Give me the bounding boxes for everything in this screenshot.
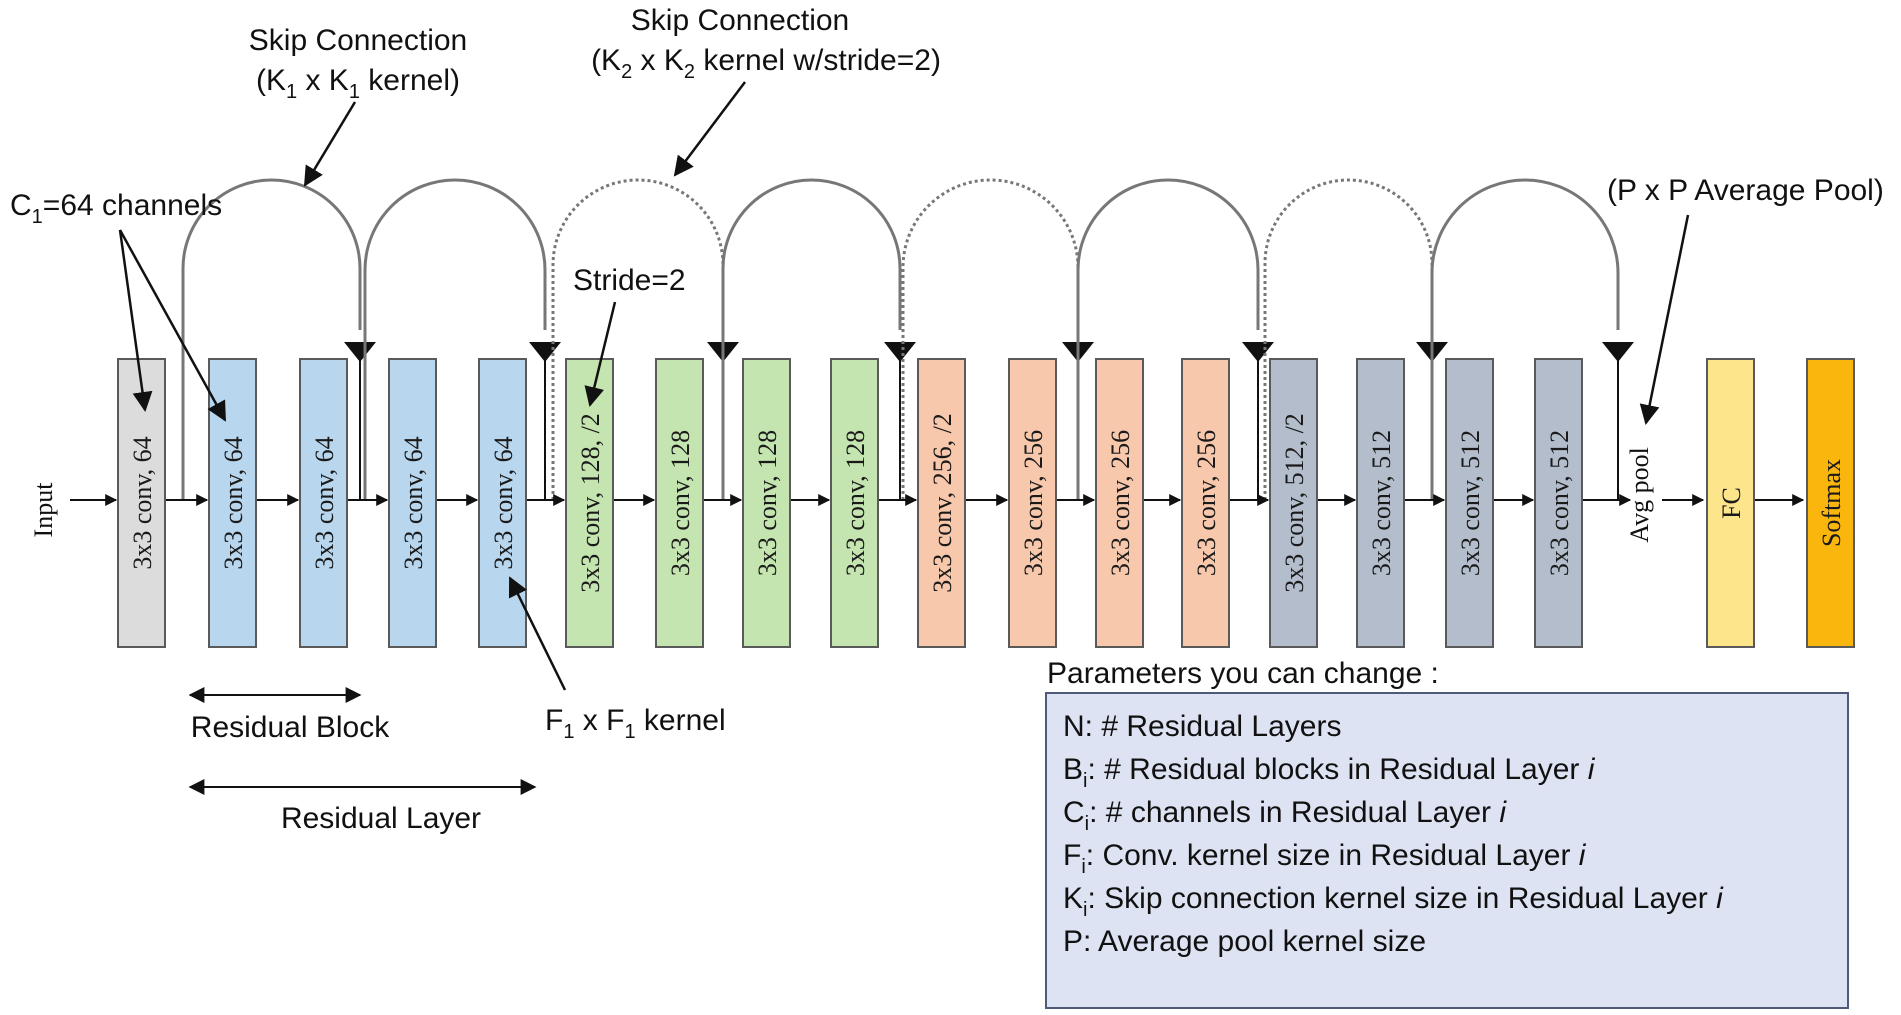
conv-layer-label: 3x3 conv, 128 xyxy=(753,430,782,576)
conv-layer-8: 3x3 conv, 128 xyxy=(742,358,791,648)
conv-layer-17: 3x3 conv, 512 xyxy=(1534,358,1583,648)
params-title: Parameters you can change : xyxy=(1047,657,1439,690)
kernel-annotation: F1 x F1 kernel xyxy=(545,704,726,743)
skip-arrowhead xyxy=(344,342,376,362)
conv-layer-label: 3x3 conv, 64 xyxy=(310,436,339,569)
conv-block xyxy=(1181,358,1230,648)
conv-block xyxy=(917,358,966,648)
skip2-title: Skip Connection xyxy=(631,4,849,37)
conv-block xyxy=(830,358,879,648)
conv-layer-2: 3x3 conv, 64 xyxy=(208,358,257,648)
conv-block xyxy=(742,358,791,648)
conv-layer-4: 3x3 conv, 64 xyxy=(388,358,437,648)
conv-layer-1: 3x3 conv, 64 xyxy=(117,358,166,648)
avgpool-pointer xyxy=(1639,214,1690,425)
conv-layer-14: 3x3 conv, 512, /2 xyxy=(1269,358,1318,648)
skip-arc xyxy=(363,178,547,500)
fc-block xyxy=(1706,358,1755,648)
conv-layer-6: 3x3 conv, 128, /2 xyxy=(565,358,614,648)
channels-pointer-b xyxy=(118,229,227,422)
residual-block-label: Residual Block xyxy=(191,711,390,744)
conv-layer-16: 3x3 conv, 512 xyxy=(1445,358,1494,648)
conv-layer-9: 3x3 conv, 128 xyxy=(830,358,879,648)
residual-layer-label: Residual Layer xyxy=(281,802,481,835)
conv-layers: 3x3 conv, 64 3x3 conv, 64 3x3 conv, 64 3x3 … xyxy=(117,358,1583,648)
conv-layer-13: 3x3 conv, 256 xyxy=(1181,358,1230,648)
input-label: Input xyxy=(29,482,58,538)
conv-layer-11: 3x3 conv, 256 xyxy=(1008,358,1057,648)
skip1-pointer xyxy=(303,101,357,187)
stride-pointer xyxy=(584,301,617,407)
param-item: P: Average pool kernel size xyxy=(1063,925,1426,958)
conv-block xyxy=(655,358,704,648)
channels-annotation: C1=64 channels xyxy=(10,189,222,228)
conv-block xyxy=(1269,358,1318,648)
skip2-kernel: (K2 x K2 kernel w/stride=2) xyxy=(591,44,941,83)
conv-layer-label: 3x3 conv, 128 xyxy=(666,430,695,576)
skip-arc xyxy=(181,178,362,500)
stride-annotation: Stride=2 xyxy=(573,264,686,297)
param-item: N: # Residual Layers xyxy=(1063,710,1341,743)
conv-layer-15: 3x3 conv, 512 xyxy=(1356,358,1405,648)
conv-block xyxy=(1095,358,1144,648)
conv-layer-label: 3x3 conv, 512, /2 xyxy=(1280,413,1309,593)
conv-layer-label: 3x3 conv, 128, /2 xyxy=(576,413,605,593)
conv-layer-7: 3x3 conv, 128 xyxy=(655,358,704,648)
skip-arc xyxy=(551,178,725,500)
param-item: Ci: # channels in Residual Layer i xyxy=(1063,796,1507,835)
kernel-pointer xyxy=(508,576,567,691)
conv-block xyxy=(1008,358,1057,648)
conv-layer-label: 3x3 conv, 512 xyxy=(1456,430,1485,576)
softmax-block xyxy=(1806,358,1855,648)
conv-layer-label: 3x3 conv, 64 xyxy=(128,436,157,569)
conv-layer-label: 3x3 conv, 64 xyxy=(219,436,248,569)
conv-block xyxy=(1445,358,1494,648)
conv-layer-5: 3x3 conv, 64 xyxy=(478,358,527,648)
conv-layer-label: 3x3 conv, 64 xyxy=(489,436,518,569)
skip-arc xyxy=(1263,178,1434,500)
conv-layer-12: 3x3 conv, 256 xyxy=(1095,358,1144,648)
conv-block xyxy=(388,358,437,648)
skip-arrowhead xyxy=(884,342,916,362)
conv-layer-label: 3x3 conv, 256, /2 xyxy=(928,413,957,593)
conv-layer-label: 3x3 conv, 64 xyxy=(399,436,428,569)
conv-layer-label: 3x3 conv, 128 xyxy=(841,430,870,576)
conv-layer-label: 3x3 conv, 512 xyxy=(1367,430,1396,576)
conv-layer-label: 3x3 conv, 512 xyxy=(1545,430,1574,576)
skip-arrowhead xyxy=(1602,342,1634,362)
skip-arc xyxy=(1076,178,1260,500)
param-item: Bi: # Residual blocks in Residual Layer … xyxy=(1063,753,1596,792)
conv-layer-label: 3x3 conv, 256 xyxy=(1192,430,1221,576)
skip2-pointer xyxy=(673,81,746,177)
avgpool-label: Avg pool xyxy=(1625,447,1654,543)
conv-layer-label: 3x3 conv, 256 xyxy=(1106,430,1135,576)
conv-block xyxy=(565,358,614,648)
params-box xyxy=(1045,692,1849,1009)
conv-layer-3: 3x3 conv, 64 xyxy=(299,358,348,648)
conv-layer-label: 3x3 conv, 256 xyxy=(1019,430,1048,576)
avgpool-annotation: (P x P Average Pool) xyxy=(1607,174,1884,207)
softmax-label: Softmax xyxy=(1817,459,1846,547)
conv-layer-10: 3x3 conv, 256, /2 xyxy=(917,358,966,648)
skip-arc xyxy=(721,178,902,500)
param-item: Fi: Conv. kernel size in Residual Layer … xyxy=(1063,839,1587,878)
skip1-kernel: (K1 x K1 kernel) xyxy=(256,64,460,103)
skip-connections xyxy=(181,178,1634,500)
skip-arrowhead xyxy=(529,342,561,362)
channels-pointer-a xyxy=(118,229,153,412)
conv-block xyxy=(478,358,527,648)
skip1-title: Skip Connection xyxy=(249,24,467,57)
conv-block xyxy=(1356,358,1405,648)
skip-arc xyxy=(1430,178,1620,500)
param-item: Ki: Skip connection kernel size in Resid… xyxy=(1063,882,1724,921)
conv-block xyxy=(1534,358,1583,648)
conv-block xyxy=(299,358,348,648)
fc-label: FC xyxy=(1717,487,1746,519)
